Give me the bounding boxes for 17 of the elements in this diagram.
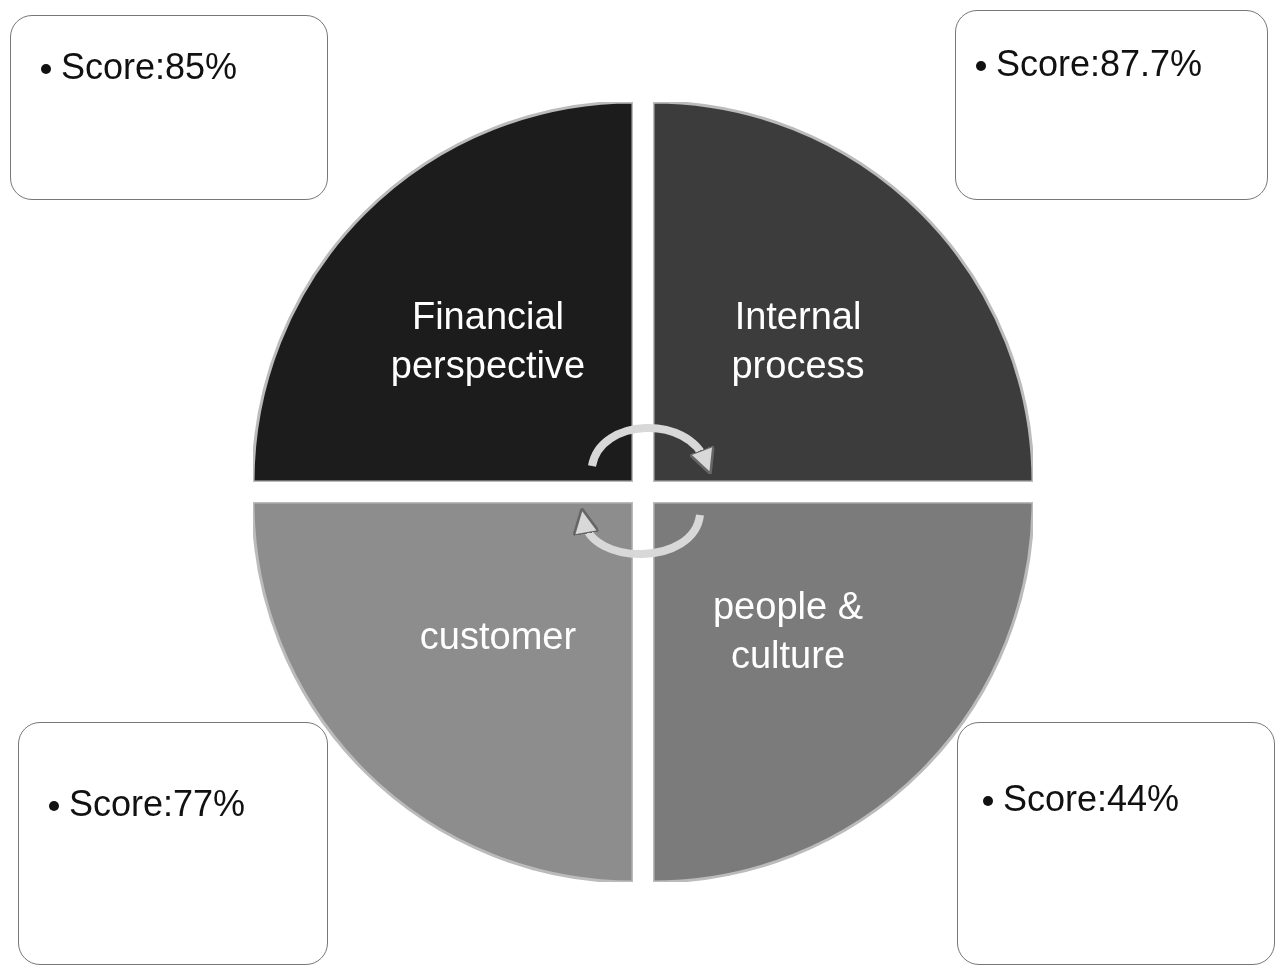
quadrant-label: Financial perspective [389, 294, 587, 389]
cycle-arrow [575, 507, 704, 558]
score-box [957, 722, 1275, 965]
quadrant-segment [253, 102, 633, 482]
score-text: Score:77% [69, 783, 246, 825]
quadrant-label: people & culture [712, 584, 864, 679]
score-text: Score:87.7% [996, 43, 1203, 85]
quadrant-segment [653, 102, 1033, 482]
score-box [10, 15, 328, 200]
quadrant-label: customer [418, 614, 578, 659]
cycle-arrow [588, 424, 714, 475]
score-text: Score:85% [61, 46, 238, 88]
quadrant-segment [253, 502, 633, 882]
quadrant-label: Internal process [730, 294, 866, 389]
score-box [18, 722, 328, 965]
score-text: Score:44% [1003, 778, 1180, 820]
score-box [955, 10, 1268, 200]
